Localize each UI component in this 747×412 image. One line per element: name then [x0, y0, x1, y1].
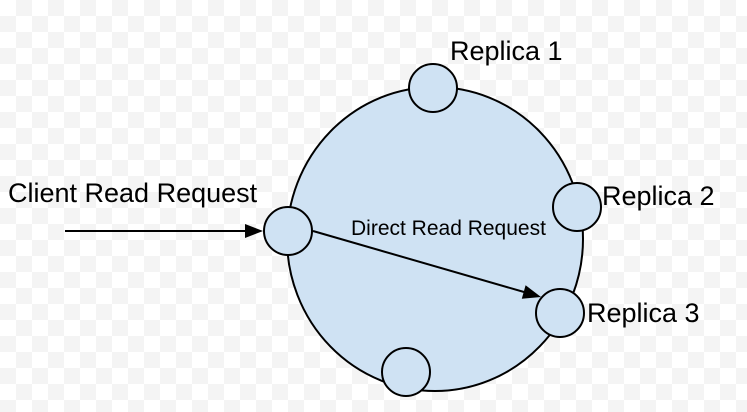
direct-read-arrow-line — [312, 230, 525, 293]
label-direct-read-request: Direct Read Request — [351, 217, 546, 240]
node-client-entry — [263, 206, 313, 256]
label-client-read-request: Client Read Request — [8, 178, 258, 208]
label-replica-2: Replica 2 — [602, 181, 715, 211]
direct-read-arrow — [312, 230, 541, 299]
node-replica-3 — [535, 288, 585, 338]
client-read-arrow — [65, 224, 263, 238]
direct-read-arrowhead-icon — [521, 285, 541, 299]
label-replica-3: Replica 3 — [587, 298, 700, 328]
node-bottom — [381, 347, 431, 397]
label-replica-1: Replica 1 — [450, 36, 563, 66]
node-replica-1 — [408, 63, 458, 113]
node-replica-2 — [552, 182, 602, 232]
client-read-arrowhead-icon — [245, 224, 263, 238]
